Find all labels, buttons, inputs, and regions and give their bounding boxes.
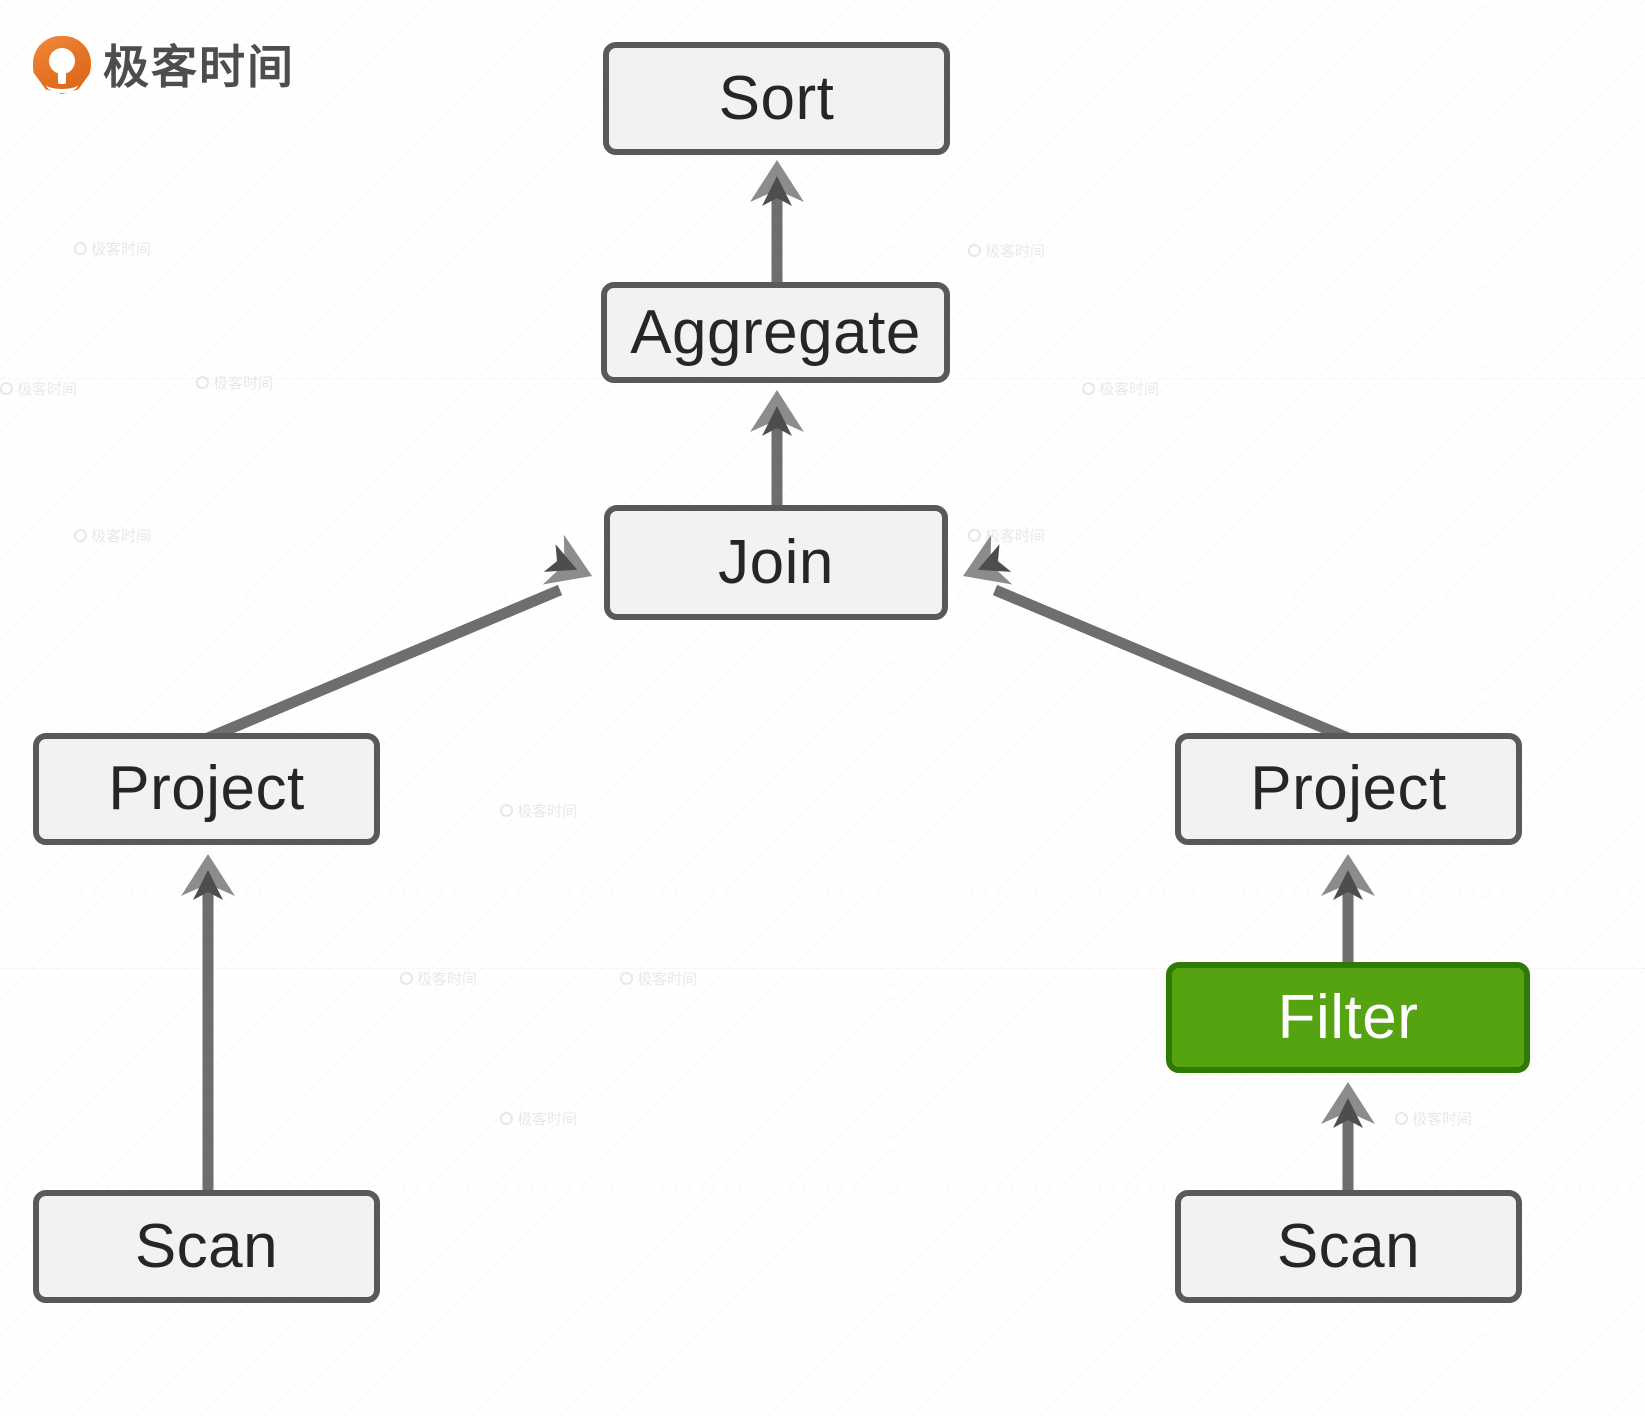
plan-node-sort[interactable]: Sort — [603, 42, 950, 155]
watermark-text: 极客时间 — [1099, 381, 1160, 398]
edge-project-right-to-join — [952, 533, 1351, 744]
watermark-tile: 极客时间 — [968, 240, 1045, 261]
watermark-tile: 极客时间 — [1082, 378, 1159, 399]
plan-node-project-l[interactable]: Project — [33, 733, 380, 845]
watermark-tile: 极客时间 — [74, 525, 151, 546]
watermark-text: 极客时间 — [1412, 1111, 1473, 1128]
plan-node-label: Sort — [718, 63, 835, 133]
plan-node-label: Aggregate — [630, 297, 921, 367]
plan-node-filter[interactable]: Filter — [1166, 962, 1530, 1073]
watermark-drop-icon — [1082, 382, 1095, 395]
watermark-drop-icon — [1395, 1112, 1408, 1125]
watermark-drop-icon — [620, 972, 633, 985]
plan-node-label: Filter — [1277, 982, 1419, 1052]
watermark-drop-icon — [500, 804, 513, 817]
watermark-text: 极客时间 — [17, 381, 78, 398]
watermark-tile: 极客时间 — [620, 968, 697, 989]
edge-aggregate-to-sort — [750, 160, 804, 282]
watermark-drop-icon — [196, 376, 209, 389]
watermark-text: 极客时间 — [91, 528, 152, 545]
watermark-text: 极客时间 — [985, 243, 1046, 260]
watermark-text: 极客时间 — [985, 528, 1046, 545]
watermark-drop-icon — [400, 972, 413, 985]
plan-node-label: Join — [718, 527, 834, 597]
edge-filter-to-project-right — [1321, 854, 1375, 962]
watermark-tile: 极客时间 — [500, 1108, 577, 1129]
plan-node-project-r[interactable]: Project — [1175, 733, 1522, 845]
plan-node-scan-l[interactable]: Scan — [33, 1190, 380, 1303]
watermark-drop-icon — [74, 242, 87, 255]
watermark-tile: 极客时间 — [74, 238, 151, 259]
plan-node-label: Scan — [134, 1211, 279, 1281]
watermark-tile: 极客时间 — [0, 378, 77, 399]
watermark-text: 极客时间 — [417, 971, 478, 988]
brand-logo: 极客时间 — [33, 36, 295, 98]
watermark-text: 极客时间 — [213, 375, 274, 392]
watermark-tile: 极客时间 — [196, 372, 273, 393]
edge-project-left-to-join — [205, 533, 603, 744]
watermark-text: 极客时间 — [91, 241, 152, 258]
plan-node-label: Project — [108, 754, 305, 823]
plan-node-label: Project — [1250, 754, 1447, 823]
edge-scan-right-to-filter — [1321, 1082, 1375, 1190]
watermark-text: 极客时间 — [517, 803, 578, 820]
plan-node-aggregate[interactable]: Aggregate — [601, 282, 950, 383]
watermark-drop-icon — [500, 1112, 513, 1125]
watermark-text: 极客时间 — [517, 1111, 578, 1128]
watermark-tile: 极客时间 — [1395, 1108, 1472, 1129]
watermark-drop-icon — [968, 529, 981, 542]
watermark-tile: 极客时间 — [400, 968, 477, 989]
watermark-tile: 极客时间 — [968, 525, 1045, 546]
geektime-drop-logo-icon — [33, 36, 91, 98]
brand-name: 极客时间 — [103, 41, 295, 93]
edge-join-to-aggregate — [750, 390, 804, 505]
edge-scan-left-to-project-left — [181, 854, 235, 1190]
plan-node-join[interactable]: Join — [604, 505, 948, 620]
watermark-drop-icon — [0, 382, 13, 395]
watermark-drop-icon — [968, 244, 981, 257]
plan-node-label: Scan — [1276, 1211, 1421, 1281]
watermark-text: 极客时间 — [637, 971, 698, 988]
watermark-tile: 极客时间 — [500, 800, 577, 821]
watermark-drop-icon — [74, 529, 87, 542]
plan-node-scan-r[interactable]: Scan — [1175, 1190, 1522, 1303]
